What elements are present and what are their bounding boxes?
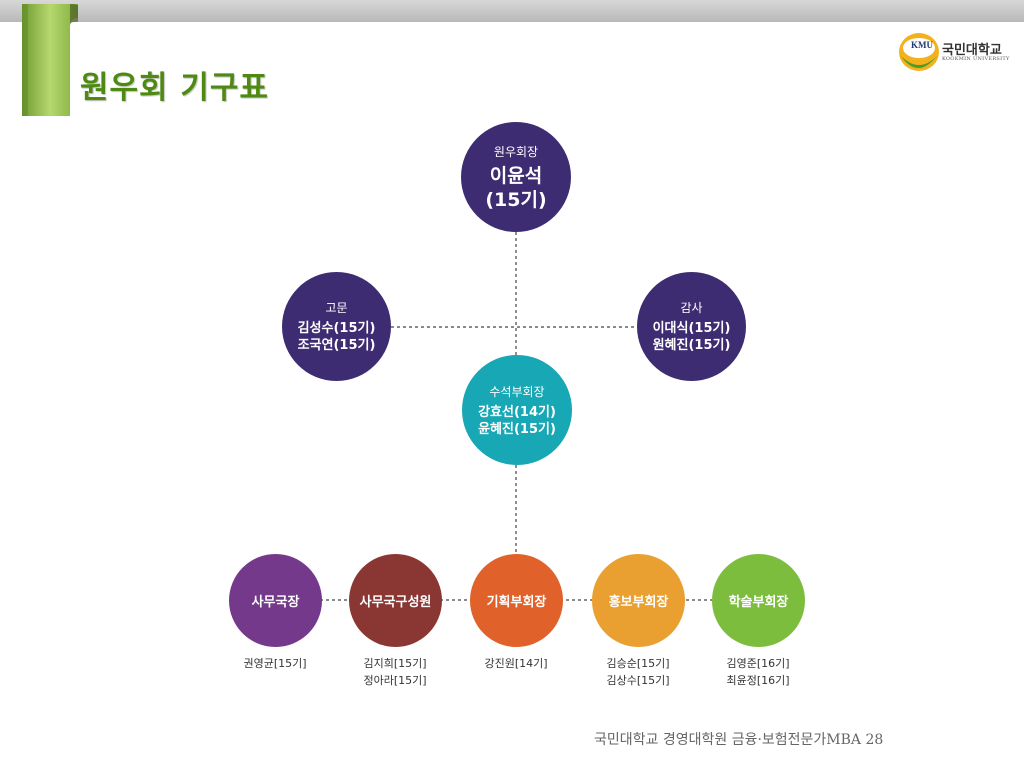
member-name: 강진원[14기] bbox=[484, 657, 548, 670]
department-members-secretary-general: 권영균[15기] bbox=[220, 655, 330, 672]
title-ribbon-decoration bbox=[22, 4, 78, 116]
president-node: 원우회장 이윤석 (15기) bbox=[461, 122, 571, 232]
auditor-member: 이대식(15기) bbox=[652, 321, 731, 336]
auditor-role: 감사 bbox=[680, 301, 703, 315]
logo-name-en: KOOKMIN UNIVERSITY bbox=[942, 56, 1010, 62]
department-members-pr: 김승순[15기] 김상수[15기] bbox=[583, 655, 693, 689]
department-label: 기획부회장 bbox=[486, 595, 547, 610]
member-name: 정아라[15기] bbox=[363, 674, 427, 687]
university-logo bbox=[899, 33, 939, 71]
senior-vp-role: 수석부회장 bbox=[489, 384, 545, 399]
department-node-academic-vp: 학술부회장 bbox=[712, 554, 805, 647]
department-label: 홍보부회장 bbox=[608, 595, 669, 610]
department-members-secretariat: 김지희[15기] 정아라[15기] bbox=[340, 655, 450, 689]
advisor-member: 조국연(15기) bbox=[297, 338, 376, 353]
top-bar bbox=[0, 0, 1024, 22]
department-label: 사무국구성원 bbox=[359, 595, 432, 610]
footer-text: 국민대학교 경영대학원 금융·보험전문가MBA 28 bbox=[594, 732, 884, 748]
president-role: 원우회장 bbox=[493, 144, 539, 159]
member-name: 김영준[16기] bbox=[726, 657, 790, 670]
member-name: 김승순[15기] bbox=[606, 657, 670, 670]
senior-vp-node: 수석부회장 강효선(14기) 윤혜진(15기) bbox=[462, 355, 572, 465]
logo-name-kr: 국민대학교 bbox=[942, 43, 1002, 58]
senior-vp-member: 강효선(14기) bbox=[478, 404, 556, 420]
department-members-planning: 강진원[14기] bbox=[461, 655, 571, 672]
advisor-member: 김성수(15기) bbox=[297, 321, 376, 336]
page-title: 원우회 기구표 bbox=[80, 70, 269, 106]
member-name: 김상수[15기] bbox=[606, 674, 670, 687]
auditor-member: 원혜진(15기) bbox=[652, 338, 731, 353]
member-name: 김지희[15기] bbox=[363, 657, 427, 670]
president-term: (15기) bbox=[485, 188, 547, 211]
logo-mark: KMU bbox=[911, 40, 933, 50]
department-node-secretariat-members: 사무국구성원 bbox=[349, 554, 442, 647]
auditor-node: 감사 이대식(15기) 원혜진(15기) bbox=[637, 272, 746, 381]
department-node-secretary-general: 사무국장 bbox=[229, 554, 322, 647]
department-members-academic: 김영준[16기] 최윤정[16기] bbox=[703, 655, 813, 689]
department-node-pr-vp: 홍보부회장 bbox=[592, 554, 685, 647]
president-name: 이윤석 bbox=[489, 164, 543, 187]
member-name: 권영균[15기] bbox=[243, 657, 307, 670]
department-node-planning-vp: 기획부회장 bbox=[470, 554, 563, 647]
senior-vp-member: 윤혜진(15기) bbox=[478, 421, 556, 437]
member-name: 최윤정[16기] bbox=[726, 674, 790, 687]
department-label: 학술부회장 bbox=[728, 595, 789, 610]
department-label: 사무국장 bbox=[251, 595, 300, 610]
advisor-role: 고문 bbox=[325, 301, 348, 315]
advisor-node: 고문 김성수(15기) 조국연(15기) bbox=[282, 272, 391, 381]
